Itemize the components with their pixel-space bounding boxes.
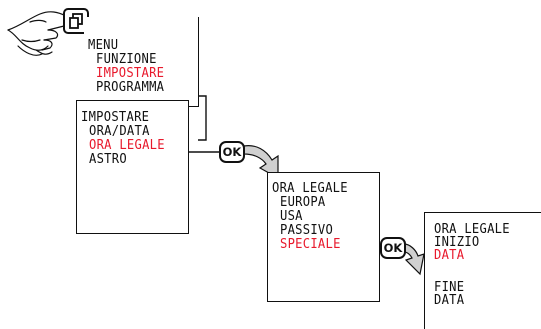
- menu-item-programma[interactable]: PROGRAMMA: [96, 79, 165, 95]
- ora-legale-panel: ORA LEGALE EUROPA USA PASSIVO SPECIALE: [267, 172, 380, 302]
- menu-item-funzione[interactable]: FUNZIONE: [96, 51, 157, 67]
- ora-legale-item-passivo[interactable]: PASSIVO: [280, 222, 334, 238]
- speciale-title: ORA LEGALE: [434, 221, 510, 237]
- impostare-item-ora-data[interactable]: ORA/DATA: [89, 123, 150, 139]
- speciale-panel: ORA LEGALE INIZIO DATA FINE DATA: [424, 212, 541, 329]
- speciale-item-fine: FINE: [434, 279, 465, 295]
- ora-legale-item-usa[interactable]: USA: [280, 208, 303, 224]
- ora-legale-title: ORA LEGALE: [272, 180, 348, 196]
- impostare-title: IMPOSTARE: [81, 109, 150, 125]
- speciale-item-fine-data[interactable]: DATA: [434, 292, 465, 308]
- speciale-item-inizio-data[interactable]: DATA: [434, 247, 465, 263]
- menu-panel: MENU FUNZIONE IMPOSTARE PROGRAMMA: [84, 17, 199, 107]
- ora-legale-item-europa[interactable]: EUROPA: [280, 194, 326, 210]
- impostare-item-ora-legale[interactable]: ORA LEGALE: [89, 137, 165, 153]
- connector-menu-to-impostare: [198, 95, 207, 141]
- hand-pressing-key-icon: [7, 11, 70, 56]
- speciale-item-inizio: INIZIO: [434, 234, 480, 250]
- impostare-item-astro[interactable]: ASTRO: [89, 151, 127, 167]
- ok-button[interactable]: OK: [219, 141, 245, 163]
- ok-button-2[interactable]: OK: [380, 237, 406, 259]
- menu-item-impostare[interactable]: IMPOSTARE: [96, 65, 165, 81]
- ora-legale-item-speciale[interactable]: SPECIALE: [280, 236, 341, 252]
- menu-title: MENU: [88, 37, 119, 53]
- impostare-panel: IMPOSTARE ORA/DATA ORA LEGALE ASTRO: [76, 100, 189, 234]
